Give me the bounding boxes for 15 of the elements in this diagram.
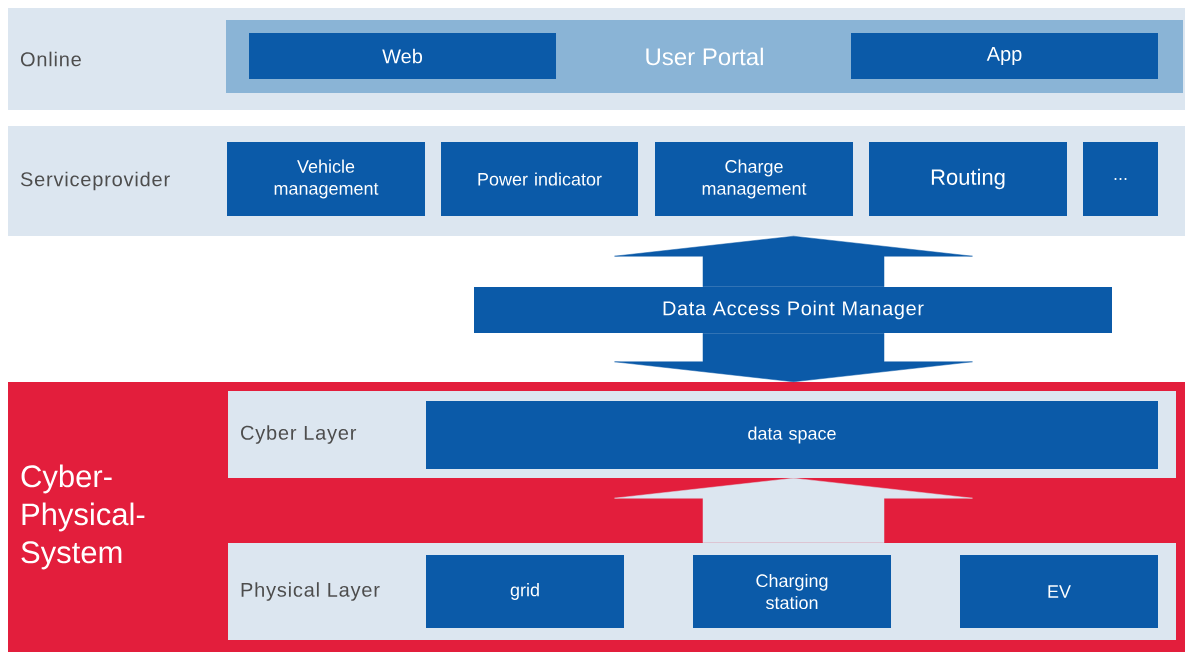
- process-box: data space: [426, 401, 1158, 469]
- process-box: Web: [249, 33, 556, 79]
- process-box: Vehicle management: [227, 142, 425, 216]
- block-arrow: [614, 235, 973, 288]
- process-box: App: [851, 33, 1158, 79]
- process-box: Data Access Point Manager: [474, 287, 1112, 333]
- process-box: EV: [960, 555, 1158, 628]
- process-box: Power indicator: [441, 142, 638, 216]
- process-box: ...: [1083, 142, 1158, 216]
- block-arrow: [614, 477, 973, 544]
- process-box: grid: [426, 555, 624, 628]
- block-arrow: [614, 332, 973, 383]
- process-box: Charging station: [693, 555, 891, 628]
- process-box: Routing: [869, 142, 1067, 216]
- process-box: Charge management: [655, 142, 853, 216]
